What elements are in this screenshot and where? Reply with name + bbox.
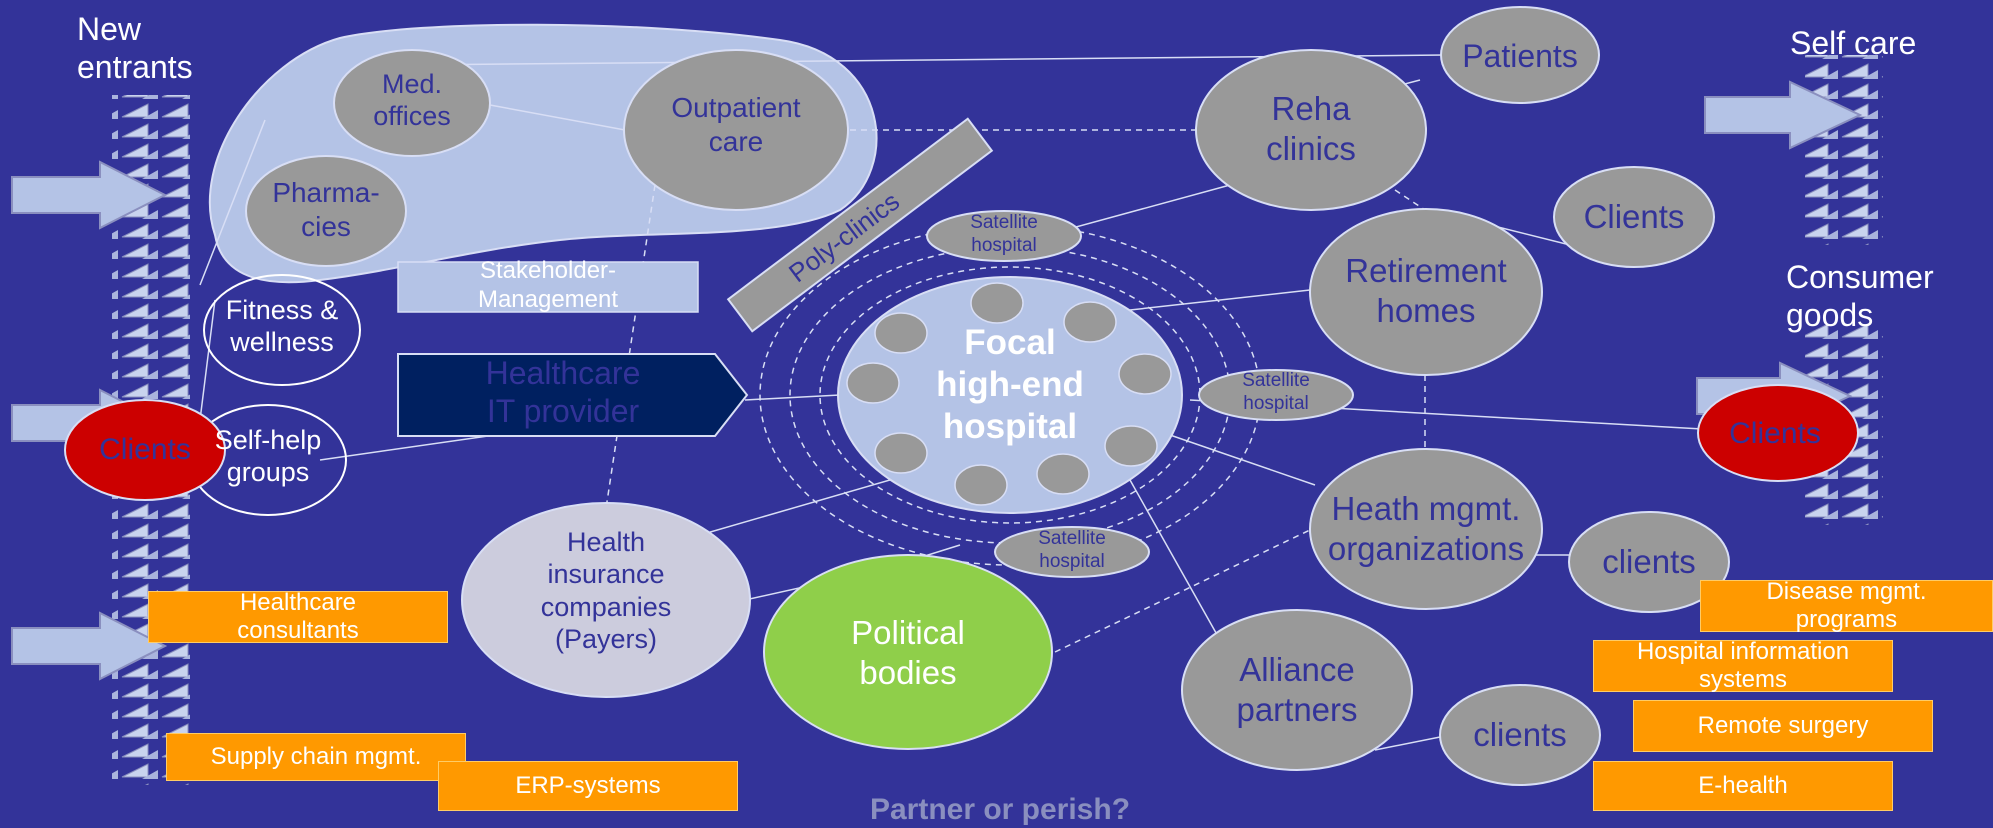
med-offices-node[interactable] [333, 49, 491, 157]
footer-caption: Partner or perish? [869, 793, 1131, 826]
arrow-right-1 [1704, 80, 1863, 150]
political-bodies-label: Political bodies [851, 614, 965, 691]
reha-clinics-label: Reha clinics [1266, 90, 1356, 167]
satellite-bottom-node[interactable] [994, 526, 1150, 578]
disease-mgmt-programs-box[interactable]: Disease mgmt. programs [1700, 578, 1993, 633]
erp-systems-box[interactable]: ERP-systems [438, 761, 738, 811]
healthcare-it-provider-shape[interactable] [397, 353, 749, 437]
satellite-right-node[interactable] [1198, 369, 1354, 421]
clients-left-red-node[interactable] [64, 399, 226, 501]
clients-bottom-label: clients [1473, 716, 1567, 753]
gray-nodes [245, 6, 1730, 786]
satellite-top-label: Satellite hospital [970, 212, 1038, 256]
consumer-goods-label: Consumer goods [1786, 259, 1934, 334]
pharmacies-label: Pharma- cies [272, 177, 380, 242]
outpatient-care-node[interactable] [623, 49, 849, 211]
stairs-right-top [1805, 55, 1883, 245]
retirement-homes-node[interactable] [1309, 208, 1543, 376]
satellite-bottom-label: Satellite hospital [1038, 528, 1106, 572]
patients-node[interactable] [1440, 6, 1600, 104]
alliance-partners-node[interactable] [1181, 609, 1413, 771]
political-bodies-node[interactable] [763, 554, 1053, 750]
arrow-left-3 [11, 611, 168, 681]
new-entrants-label: New entrants [77, 11, 193, 86]
self-care-label: Self care [1790, 25, 1917, 61]
supply-chain-mgmt-box[interactable]: Supply chain mgmt. [166, 733, 466, 781]
clients-top-label: Clients [1583, 198, 1685, 235]
med-offices-label: Med. offices [373, 69, 451, 132]
clients-bottom-node[interactable] [1439, 684, 1601, 786]
clients-top-node[interactable] [1553, 166, 1715, 268]
retirement-homes-label: Retirement homes [1345, 252, 1507, 329]
focal-satellite-dots [846, 282, 1172, 506]
e-health-box[interactable]: E-health [1593, 761, 1893, 811]
health-mgmt-label: Heath mgmt. organizations [1327, 490, 1525, 567]
stakeholder-management-box[interactable] [397, 261, 699, 313]
ecosystem-diagram: Poly-clinics [11, 6, 1883, 786]
healthcare-consultants-box[interactable]: Healthcare consultants [148, 589, 448, 644]
alliance-partners-label: Alliance partners [1236, 651, 1358, 728]
fitness-wellness-label: Fitness & wellness [225, 295, 339, 358]
remote-surgery-box[interactable]: Remote surgery [1633, 700, 1933, 752]
clients-right-red-node[interactable] [1697, 384, 1859, 482]
clients-mid-label: clients [1602, 543, 1696, 580]
healthcare-it-provider-label: Healthcare IT provider [485, 355, 641, 430]
arrow-left-1 [11, 160, 168, 230]
hospital-information-systems-box[interactable]: Hospital information systems [1593, 638, 1893, 693]
fitness-wellness-node[interactable] [203, 274, 361, 386]
outpatient-care-label: Outpatient care [671, 92, 801, 157]
reha-clinics-node[interactable] [1195, 49, 1427, 211]
clients-mid-node[interactable] [1568, 511, 1730, 613]
health-mgmt-node[interactable] [1309, 448, 1543, 610]
focal-hospital-label: Focal high-end hospital [936, 323, 1084, 446]
satellite-right-label: Satellite hospital [1242, 370, 1310, 414]
clients-right-red-label: Clients [1729, 417, 1821, 450]
pharmacies-node[interactable] [245, 155, 407, 267]
stakeholder-management-label: Stakeholder- Management [477, 257, 619, 313]
patients-label: Patients [1462, 38, 1578, 74]
self-help-label: Self-help groups [214, 425, 322, 488]
clients-left-red-label: Clients [99, 433, 191, 466]
health-insurance-node[interactable] [461, 502, 751, 698]
health-insurance-label: Health insurance companies (Payers) [540, 527, 672, 655]
satellite-top-node[interactable] [926, 210, 1082, 262]
